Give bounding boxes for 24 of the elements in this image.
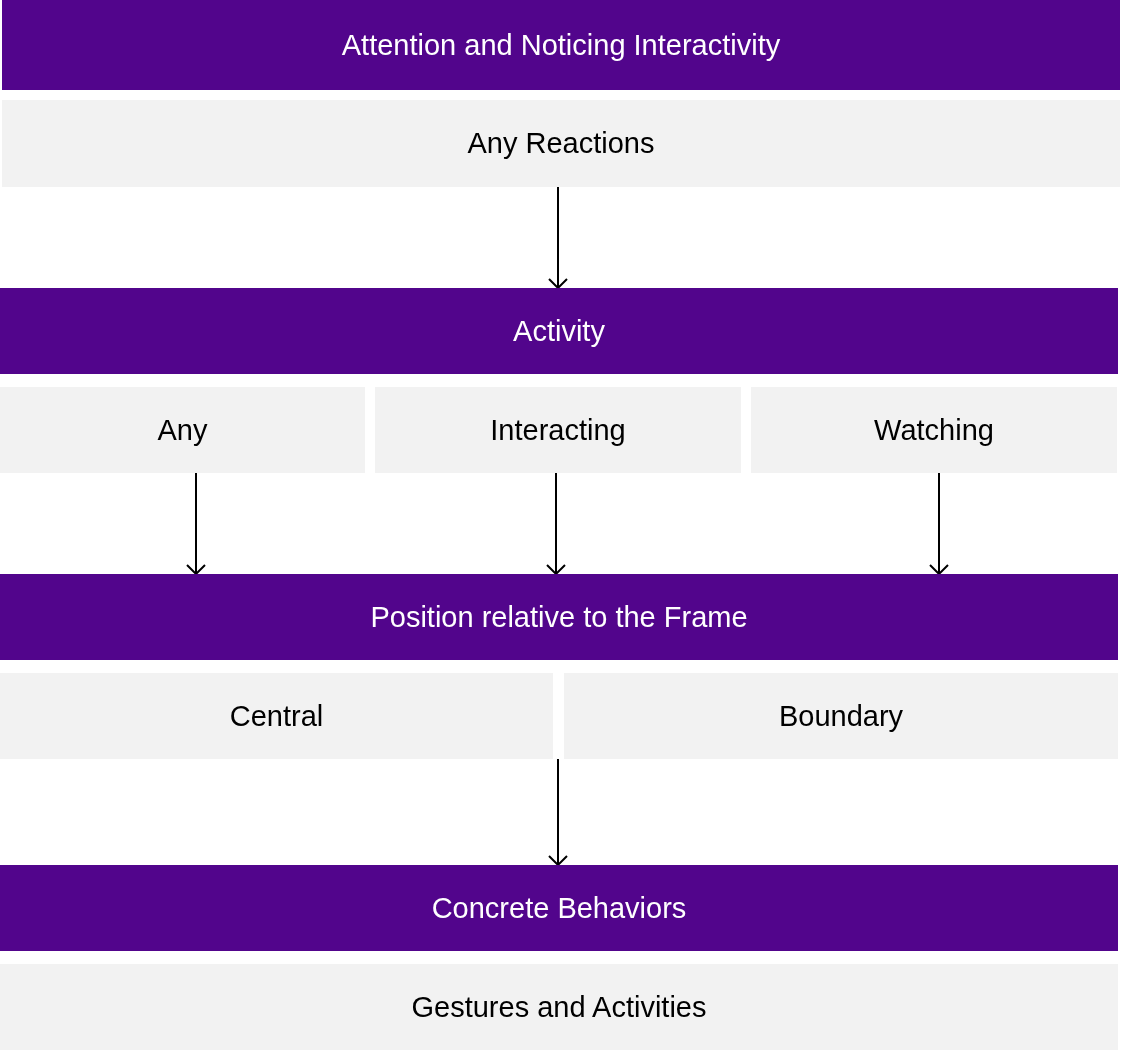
box-label: Any Reactions xyxy=(467,126,655,161)
box-label: Central xyxy=(229,698,324,734)
box-label: Watching xyxy=(874,412,994,448)
box-label: Boundary xyxy=(778,698,904,734)
box-label: Interacting xyxy=(490,412,626,448)
box-label: Activity xyxy=(513,313,605,349)
box-label: Attention and Noticing Interactivity xyxy=(341,27,781,63)
arrow xyxy=(929,472,949,575)
category-box xyxy=(751,387,1117,473)
header-bar xyxy=(0,865,1118,951)
header-bar xyxy=(0,574,1118,660)
box-label: Concrete Behaviors xyxy=(431,890,687,926)
arrow xyxy=(548,758,568,866)
arrow xyxy=(546,472,566,575)
box-label: Position relative to the Frame xyxy=(370,599,748,635)
header-bar xyxy=(2,0,1120,90)
arrow xyxy=(186,472,206,575)
header-bar xyxy=(0,288,1118,374)
category-box xyxy=(0,387,365,473)
arrow xyxy=(548,186,568,289)
box-label: Any xyxy=(157,412,208,448)
box-label: Gestures and Activities xyxy=(411,989,707,1025)
category-box xyxy=(2,100,1120,187)
category-box xyxy=(375,387,741,473)
